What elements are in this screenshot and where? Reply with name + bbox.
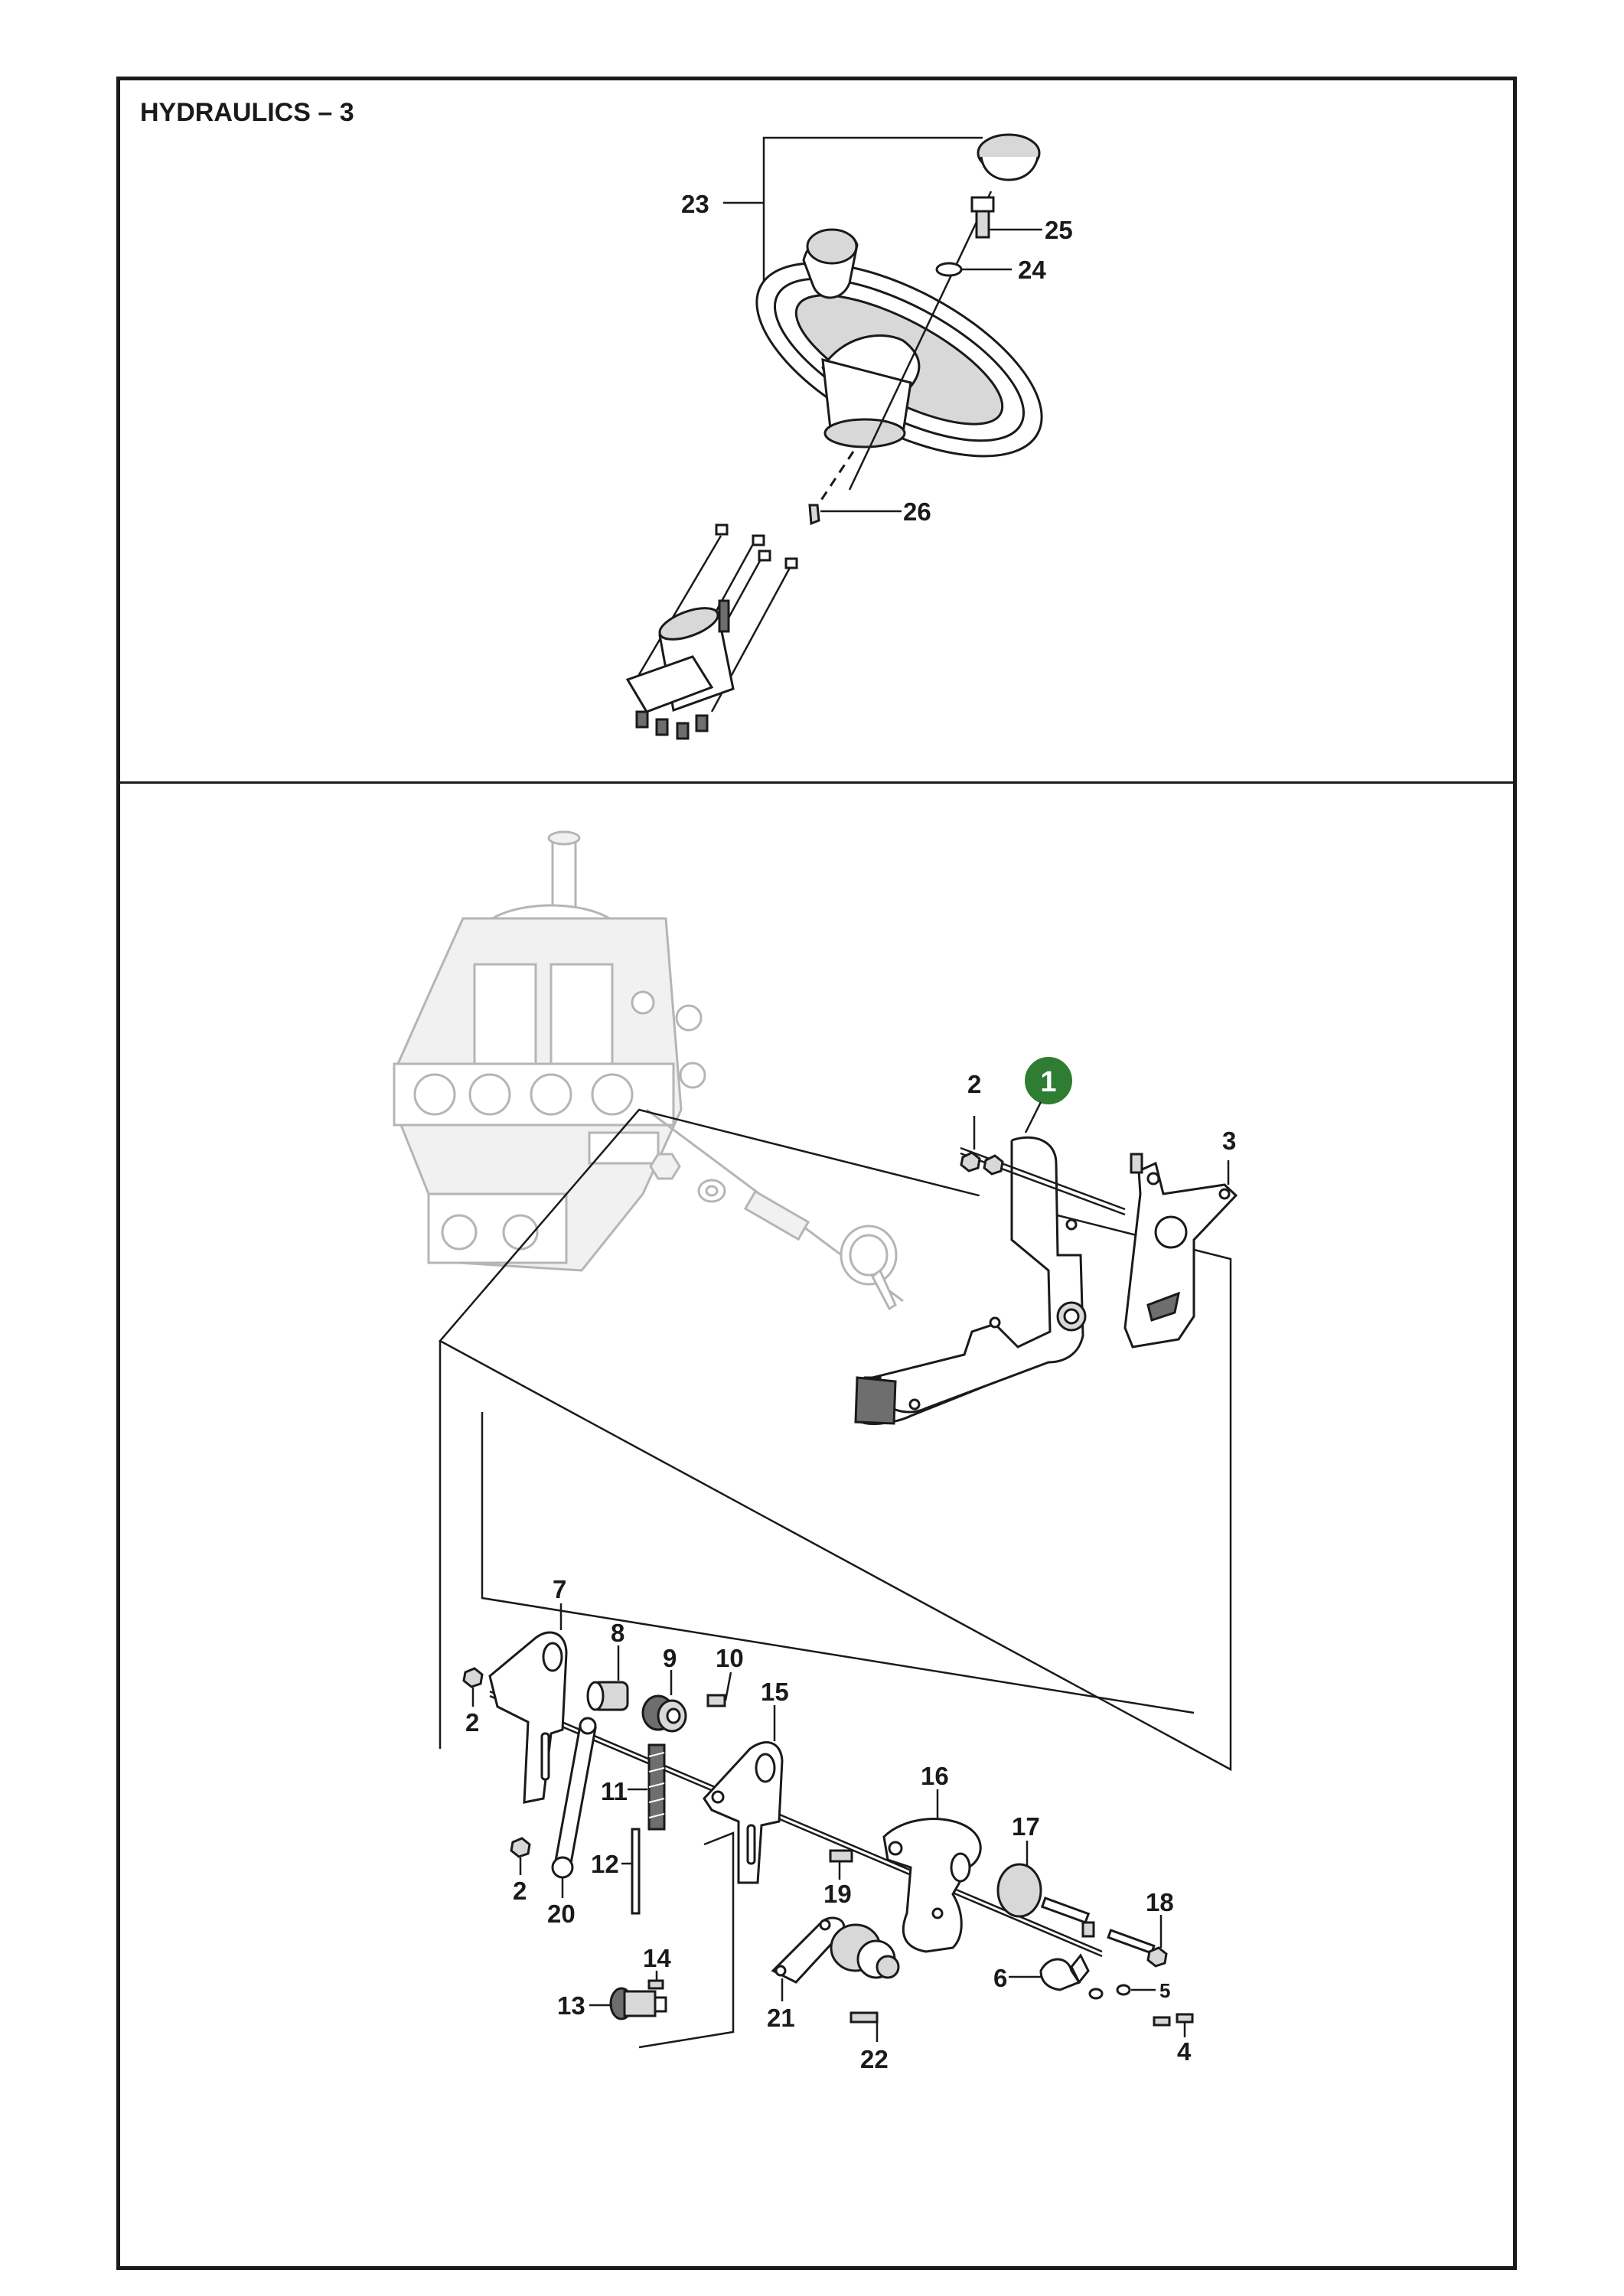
rod-12 xyxy=(631,1828,641,1915)
screw-4a xyxy=(1153,2016,1171,2027)
callout-7: 7 xyxy=(553,1575,566,1603)
highlight-callout-1[interactable]: 1 xyxy=(1025,1057,1072,1104)
inner-frame-edges xyxy=(481,1412,1195,1714)
nut-2c xyxy=(510,1837,531,1858)
nut-2b xyxy=(462,1667,484,1688)
pin-14 xyxy=(647,1979,664,1990)
coupling-8 xyxy=(586,1681,629,1711)
callout-2b: 2 xyxy=(465,1708,479,1737)
leader-23-bracket xyxy=(762,136,983,287)
callout-24: 24 xyxy=(1018,256,1046,284)
nut-2a-2 xyxy=(983,1154,1004,1176)
callout-20: 20 xyxy=(547,1900,576,1928)
section-divider xyxy=(116,781,1517,784)
shaft-dashed xyxy=(811,451,855,514)
bolt-19 xyxy=(829,1849,853,1863)
callout-5: 5 xyxy=(1159,1979,1170,2002)
link-bar xyxy=(638,1831,735,2049)
lever-15 xyxy=(703,1741,784,1884)
callout-25: 25 xyxy=(1045,216,1073,244)
pump-shaft-parts-ghost xyxy=(646,1108,961,1329)
pedal-assembly-1 xyxy=(854,1136,1087,1425)
callout-23: 23 xyxy=(681,190,709,218)
steering-wheel xyxy=(755,228,1043,458)
collar-9 xyxy=(641,1694,687,1733)
washer-24 xyxy=(935,262,963,277)
callout-19: 19 xyxy=(823,1880,852,1908)
callout-4: 4 xyxy=(1177,2037,1192,2066)
assembly-frame-outer xyxy=(439,1108,1232,1772)
steering-assembly xyxy=(625,133,1043,740)
screw-4b xyxy=(1176,2013,1194,2024)
callout-12: 12 xyxy=(591,1850,619,1878)
callout-8: 8 xyxy=(611,1619,624,1647)
callout-22: 22 xyxy=(860,2045,889,2073)
callout-10: 10 xyxy=(716,1644,744,1672)
callout-3: 3 xyxy=(1222,1127,1236,1155)
pivot-21 xyxy=(771,1916,900,1984)
callout-18: 18 xyxy=(1146,1888,1174,1916)
leader-10 xyxy=(724,1671,732,1701)
link-rod-20 xyxy=(551,1717,597,1879)
spring-11 xyxy=(647,1743,666,1831)
callout-6: 6 xyxy=(993,1964,1007,1992)
callout-11: 11 xyxy=(601,1777,628,1805)
hydraulic-pump-ghost xyxy=(393,830,706,1272)
nut-2a xyxy=(960,1151,981,1172)
bolt-25 xyxy=(970,196,995,239)
diagram-frame xyxy=(116,77,1517,2270)
clevis-13 xyxy=(609,1987,667,2020)
callout-15: 15 xyxy=(761,1678,789,1706)
highlight-callout-number: 1 xyxy=(1040,1066,1056,1098)
bolts-18 xyxy=(1040,1896,1168,1968)
washer-17 xyxy=(996,1863,1042,1918)
center-cap xyxy=(977,133,1041,181)
bracket-3 xyxy=(1123,1153,1238,1349)
callout-14: 14 xyxy=(643,1944,671,1972)
lever-7 xyxy=(488,1631,568,1804)
steering-axis xyxy=(848,191,993,491)
callout-26: 26 xyxy=(903,497,931,526)
screw-10 xyxy=(706,1694,726,1707)
callout-2c: 2 xyxy=(513,1877,527,1905)
page-title: HYDRAULICS – 3 xyxy=(140,98,354,127)
callout-9: 9 xyxy=(663,1644,677,1672)
leader-1 xyxy=(1024,1101,1042,1133)
callout-13: 13 xyxy=(557,1991,585,2020)
steering-column xyxy=(625,523,798,740)
bracket-6 xyxy=(1039,1953,1090,1991)
callout-2a: 2 xyxy=(967,1070,981,1098)
callout-16: 16 xyxy=(921,1762,949,1790)
bolt-22 xyxy=(850,2011,879,2024)
callout-17: 17 xyxy=(1012,1812,1040,1841)
callout-21: 21 xyxy=(767,2004,795,2032)
washer-5b xyxy=(1116,1984,1131,1996)
washer-5a xyxy=(1088,1988,1104,2000)
key-26 xyxy=(808,504,820,526)
plate-16 xyxy=(882,1818,982,1953)
